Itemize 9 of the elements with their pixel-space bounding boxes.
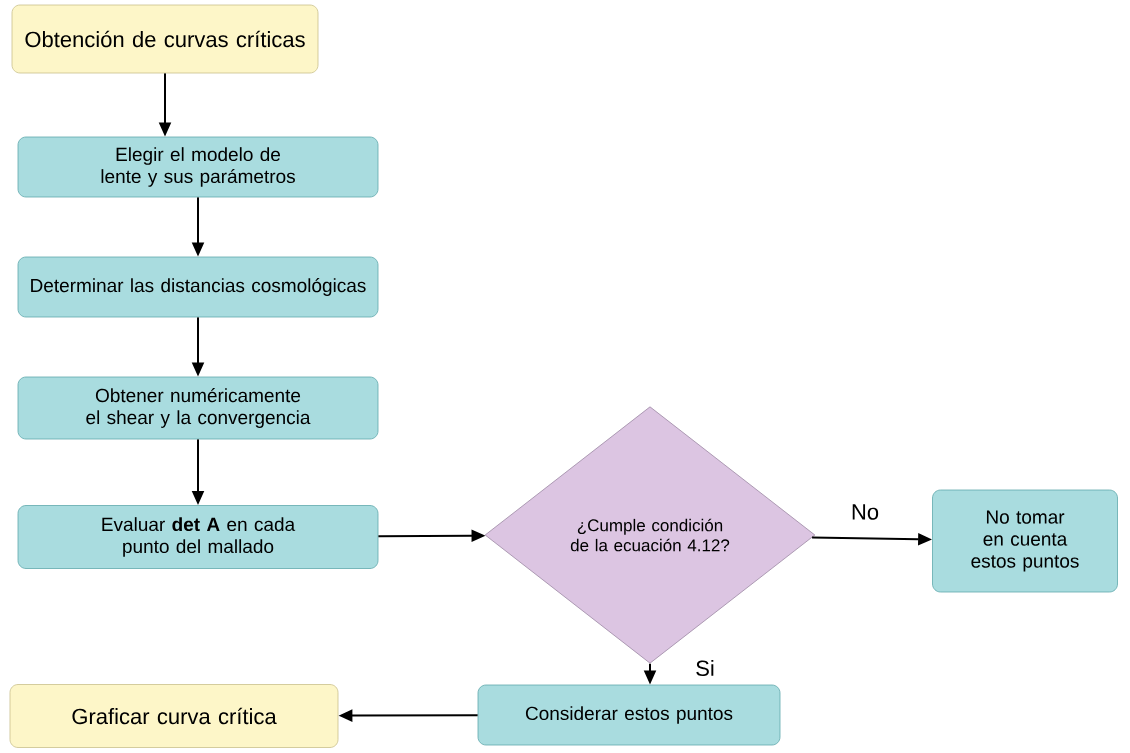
process-box: Obtener numéricamente el shear y la convergencia <box>17 376 379 440</box>
process-box: Elegir el modelo de lente y sus parámetros <box>17 136 379 198</box>
process-box: Determinar las distancias cosmológicas <box>17 256 379 318</box>
process-box: Considerar estos puntos <box>477 684 781 746</box>
terminal-box: Graficar curva crítica <box>9 684 339 748</box>
terminal-box: Obtención de curvas críticas <box>11 4 319 74</box>
process-box: Evaluar det A en cada punto del mallado <box>17 505 379 569</box>
edge-label: No <box>848 502 882 522</box>
process-box: No tomar en cuenta estos puntos <box>932 489 1118 593</box>
